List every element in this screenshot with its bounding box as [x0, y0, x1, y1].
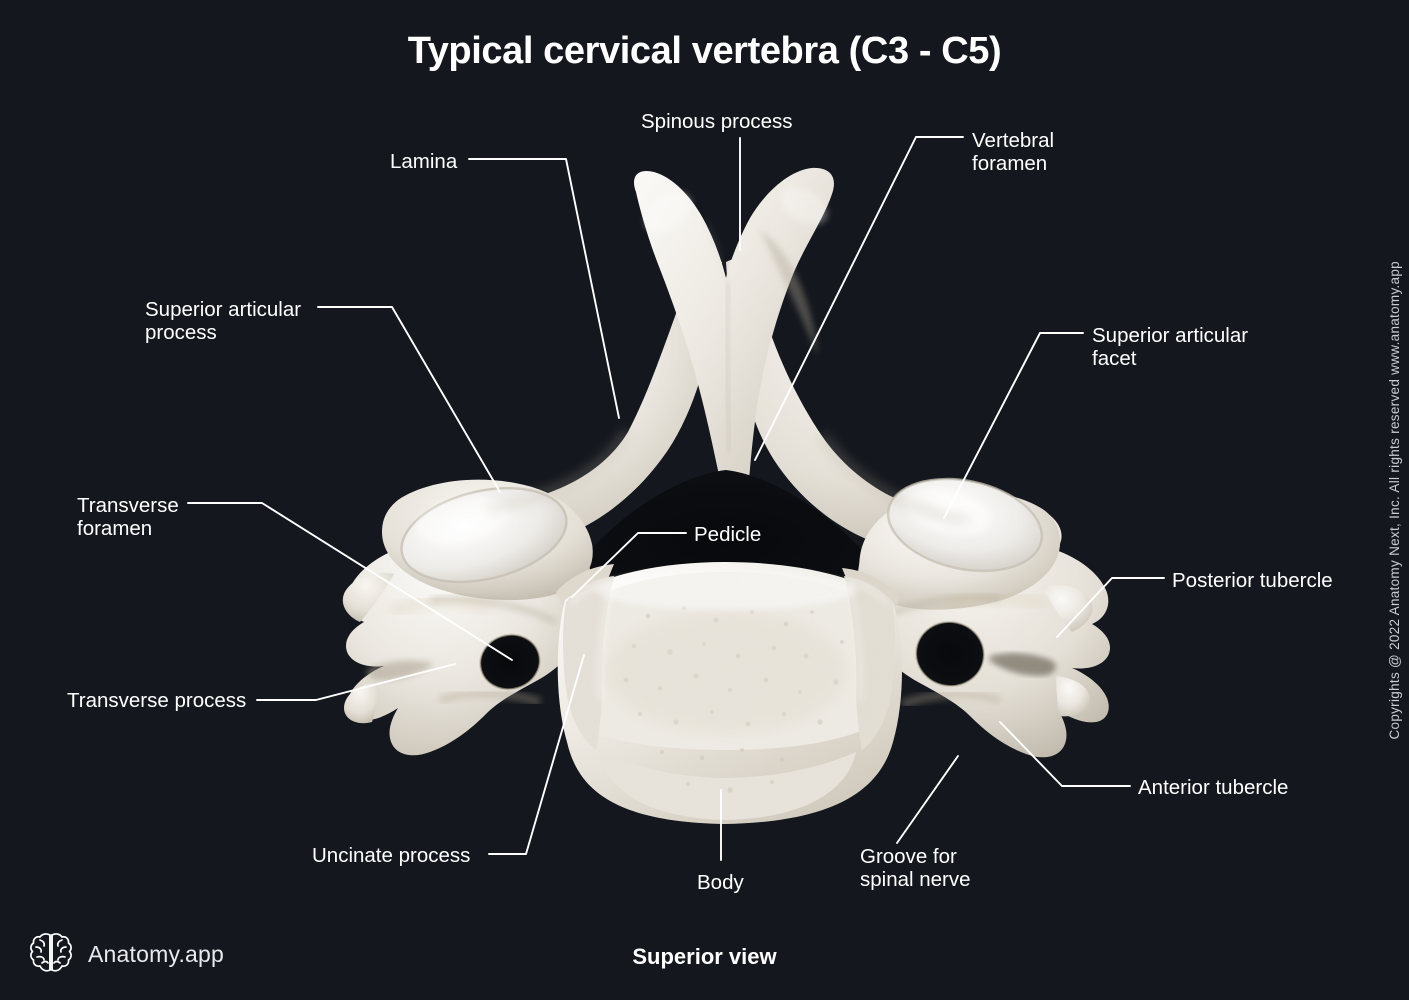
- vertebral-body: [557, 562, 902, 824]
- label-body[interactable]: Body: [697, 871, 744, 894]
- brain-icon: [30, 933, 72, 972]
- label-transverse-process[interactable]: Transverse process: [67, 689, 247, 712]
- label-spinous-process[interactable]: Spinous process: [641, 110, 793, 133]
- label-posterior-tubercle[interactable]: Posterior tubercle: [1172, 569, 1333, 592]
- label-lamina[interactable]: Lamina: [390, 150, 458, 173]
- brand-logo[interactable]: Anatomy.app: [28, 930, 224, 978]
- copyright-notice: Copyrights @ 2022 Anatomy Next, Inc. All…: [1381, 0, 1407, 1000]
- label-uncinate-process[interactable]: Uncinate process: [312, 844, 471, 867]
- logo-text: Anatomy.app: [88, 940, 225, 967]
- page-title: Typical cervical vertebra (C3 - C5): [407, 30, 1002, 72]
- left-lateral-mass: [342, 479, 593, 756]
- copyright-text: Copyrights @ 2022 Anatomy Next, Inc. All…: [1386, 260, 1402, 740]
- label-pedicle[interactable]: Pedicle: [694, 523, 762, 546]
- label-transverse-foramen[interactable]: Transverse foramen: [77, 494, 179, 540]
- vertebra-body-group: [342, 167, 1111, 824]
- label-superior-articular-facet[interactable]: Superior articular facet: [1092, 324, 1249, 370]
- label-groove-for-spinal-nerve[interactable]: Groove for spinal nerve: [860, 845, 971, 891]
- transverse-foramen-right: [916, 621, 984, 687]
- view-caption: Superior view: [632, 944, 777, 969]
- label-superior-articular-process[interactable]: Superior articular process: [145, 298, 302, 344]
- label-anterior-tubercle[interactable]: Anterior tubercle: [1138, 776, 1289, 799]
- label-vertebral-foramen[interactable]: Vertebral foramen: [972, 129, 1055, 175]
